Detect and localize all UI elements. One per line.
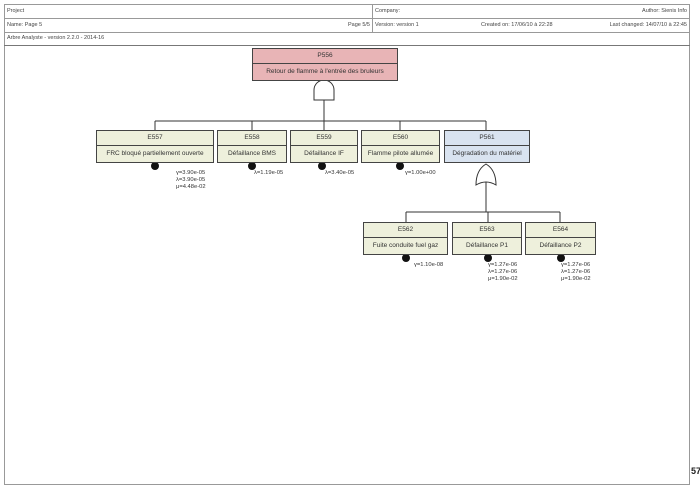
intermediate-event-node[interactable]: P561 Dégradation du matériel: [444, 130, 530, 163]
divider: [4, 45, 690, 46]
page-count: Page 5/5: [347, 22, 370, 28]
node-id: E559: [291, 131, 357, 146]
node-id: E560: [362, 131, 439, 146]
event-node[interactable]: E557 FRC bloqué partiellement ouverte: [96, 130, 214, 163]
divider: [4, 32, 690, 33]
event-node[interactable]: E560 Flamme pilote allumée: [361, 130, 440, 163]
divider: [372, 4, 373, 32]
version: Version: version 1: [375, 22, 419, 28]
page-number-fragment: 57: [691, 466, 700, 476]
basic-event-icon: [318, 162, 326, 170]
event-node[interactable]: E564 Défaillance P2: [525, 222, 596, 255]
node-label: Retour de flamme à l'entrée des bruleurs: [266, 68, 384, 75]
page-frame: [4, 4, 690, 485]
node-id: P556: [253, 49, 397, 64]
node-id: E558: [218, 131, 286, 146]
node-id: E562: [364, 223, 447, 238]
page-name: Name: Page 5: [7, 22, 43, 28]
and-gate-icon: [313, 79, 335, 101]
node-label: Défaillance P1: [466, 242, 508, 249]
software-version: Arbre Analyste - version 2.2.0 - 2014-16: [7, 35, 105, 41]
basic-event-icon: [484, 254, 492, 262]
event-node[interactable]: E562 Fuite conduite fuel gaz: [363, 222, 448, 255]
node-label: Défaillance IF: [304, 150, 344, 157]
basic-event-icon: [396, 162, 404, 170]
basic-event-icon: [248, 162, 256, 170]
basic-event-icon: [402, 254, 410, 262]
basic-event-icon: [151, 162, 159, 170]
node-id: P561: [445, 131, 529, 146]
created-date: Created on: 17/06/10 à 22:28: [481, 22, 553, 28]
divider: [4, 18, 690, 19]
event-node[interactable]: E559 Défaillance IF: [290, 130, 358, 163]
project-label: Project: [7, 8, 25, 14]
node-label: Fuite conduite fuel gaz: [372, 242, 439, 249]
company: Company:: [375, 8, 401, 14]
node-id: E563: [453, 223, 521, 238]
node-label: Flamme pilote allumée: [367, 150, 434, 157]
node-label: Défaillance P2: [539, 242, 582, 249]
event-values: λ=1.19e-05: [254, 170, 284, 176]
last-changed-date: Last changed: 14/07/10 à 22:45: [609, 22, 687, 28]
event-node[interactable]: E558 Défaillance BMS: [217, 130, 287, 163]
basic-event-icon: [557, 254, 565, 262]
node-label: FRC bloqué partiellement ouverte: [106, 150, 204, 157]
node-id: E557: [97, 131, 213, 146]
top-event-node[interactable]: P556 Retour de flamme à l'entrée des bru…: [252, 48, 398, 81]
event-values: γ=1.10e-08: [414, 262, 444, 268]
event-values: γ=1.00e+00: [405, 170, 436, 176]
node-id: E564: [526, 223, 595, 238]
node-label: Défaillance BMS: [227, 150, 277, 157]
node-label: Dégradation du matériel: [452, 150, 522, 157]
or-gate-icon: [475, 163, 497, 186]
event-values: λ=3.40e-05: [325, 170, 355, 176]
author: Author: Sienis Info: [642, 8, 687, 14]
event-node[interactable]: E563 Défaillance P1: [452, 222, 522, 255]
